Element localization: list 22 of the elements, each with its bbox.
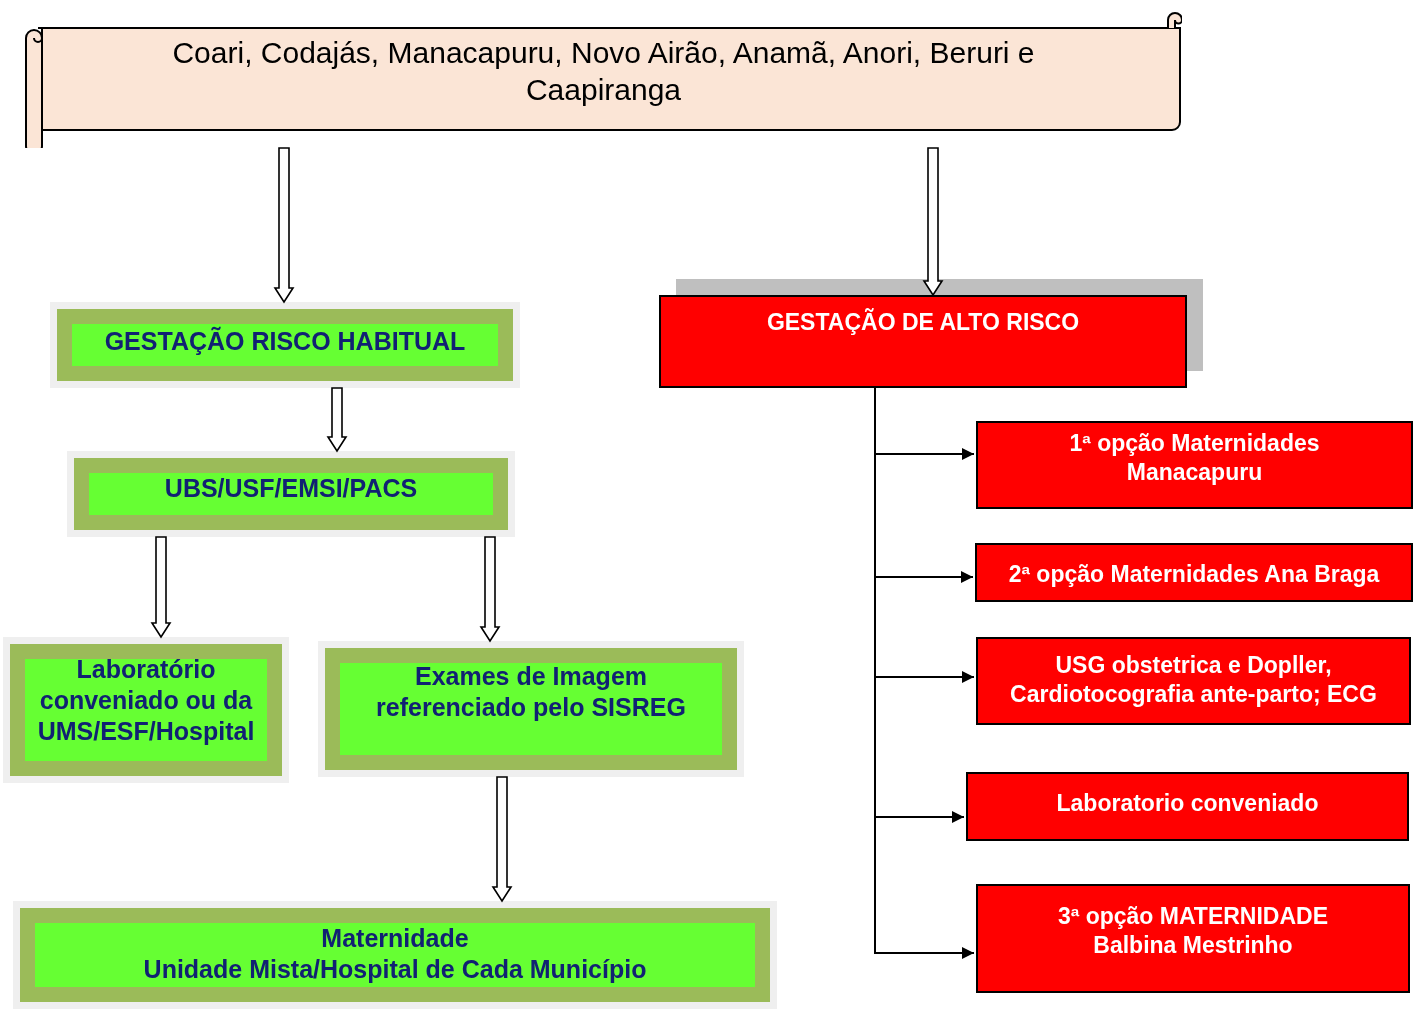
process-box <box>976 884 1410 993</box>
process-box <box>976 421 1413 509</box>
box-text: 2ª opção Maternidades Ana Braga <box>1008 560 1380 589</box>
process-box <box>976 637 1411 725</box>
process-box <box>966 772 1409 841</box>
scroll-banner <box>25 12 1182 148</box>
box-text: Laboratório conveniado ou da UMS/ESF/Hospital <box>36 654 256 747</box>
box-text: USG obstetrica e Dopller, Cardiotocografia ante-parto; ECG <box>1009 651 1378 709</box>
box-text: Exames de Imagem referenciado pelo SISREG <box>375 661 687 723</box>
process-box <box>975 543 1413 602</box>
box-heading: Maternidade <box>321 923 469 954</box>
box-text: GESTAÇÃO DE ALTO RISCO <box>766 308 1080 337</box>
process-box <box>659 295 1187 388</box>
box-text: Coari, Codajás, Manacapuru, Novo Airão, Anamã, Anori, Beruri e Caapiranga <box>171 35 1036 108</box>
box-text: UBS/USF/EMSI/PACS <box>164 473 418 504</box>
box-text: 3ª opção MATERNIDADE Balbina Mestrinho <box>1056 902 1330 960</box>
block-arrow <box>922 147 944 297</box>
box-text: 1ª opção Maternidades Manacapuru <box>1068 429 1321 487</box>
block-arrow <box>273 147 295 304</box>
box-text: Unidade Mista/Hospital de Cada Município <box>143 954 647 985</box>
box-text: GESTAÇÃO RISCO HABITUAL <box>104 326 466 357</box>
box-text: Laboratorio conveniado <box>1056 789 1319 818</box>
